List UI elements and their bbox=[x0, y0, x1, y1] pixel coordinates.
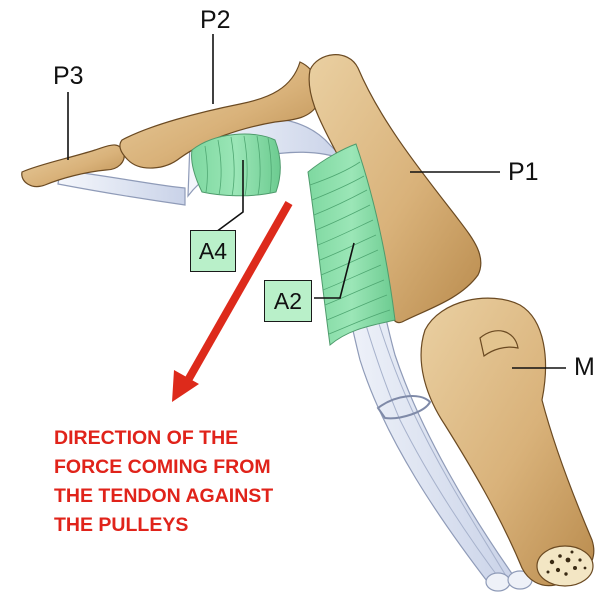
a4-label-box: A4 bbox=[190, 230, 236, 272]
a2-pulley bbox=[307, 143, 396, 346]
a2-label-box: A2 bbox=[264, 280, 312, 322]
force-arrow bbox=[172, 201, 293, 402]
bones bbox=[21, 54, 595, 587]
force-direction-note: DIRECTION OF THE FORCE COMING FROM THE T… bbox=[54, 424, 354, 540]
force-note-line: THE TENDON AGAINST bbox=[54, 485, 274, 507]
a4-pulley bbox=[191, 133, 281, 197]
force-note-line: THE PULLEYS bbox=[54, 514, 189, 536]
m-label: M bbox=[574, 353, 595, 381]
force-arrowhead bbox=[172, 370, 199, 402]
leader-lines bbox=[67, 34, 566, 369]
a2-leader bbox=[314, 242, 355, 299]
p2-label: P2 bbox=[200, 6, 231, 34]
p3-bone bbox=[21, 144, 125, 188]
p2-bone bbox=[119, 61, 321, 169]
force-note-line: DIRECTION OF THE bbox=[54, 427, 239, 449]
p3-label: P3 bbox=[53, 62, 84, 90]
a4-leader bbox=[215, 160, 244, 233]
force-note-line: FORCE COMING FROM bbox=[54, 456, 271, 478]
p1-label: P1 bbox=[508, 158, 539, 186]
